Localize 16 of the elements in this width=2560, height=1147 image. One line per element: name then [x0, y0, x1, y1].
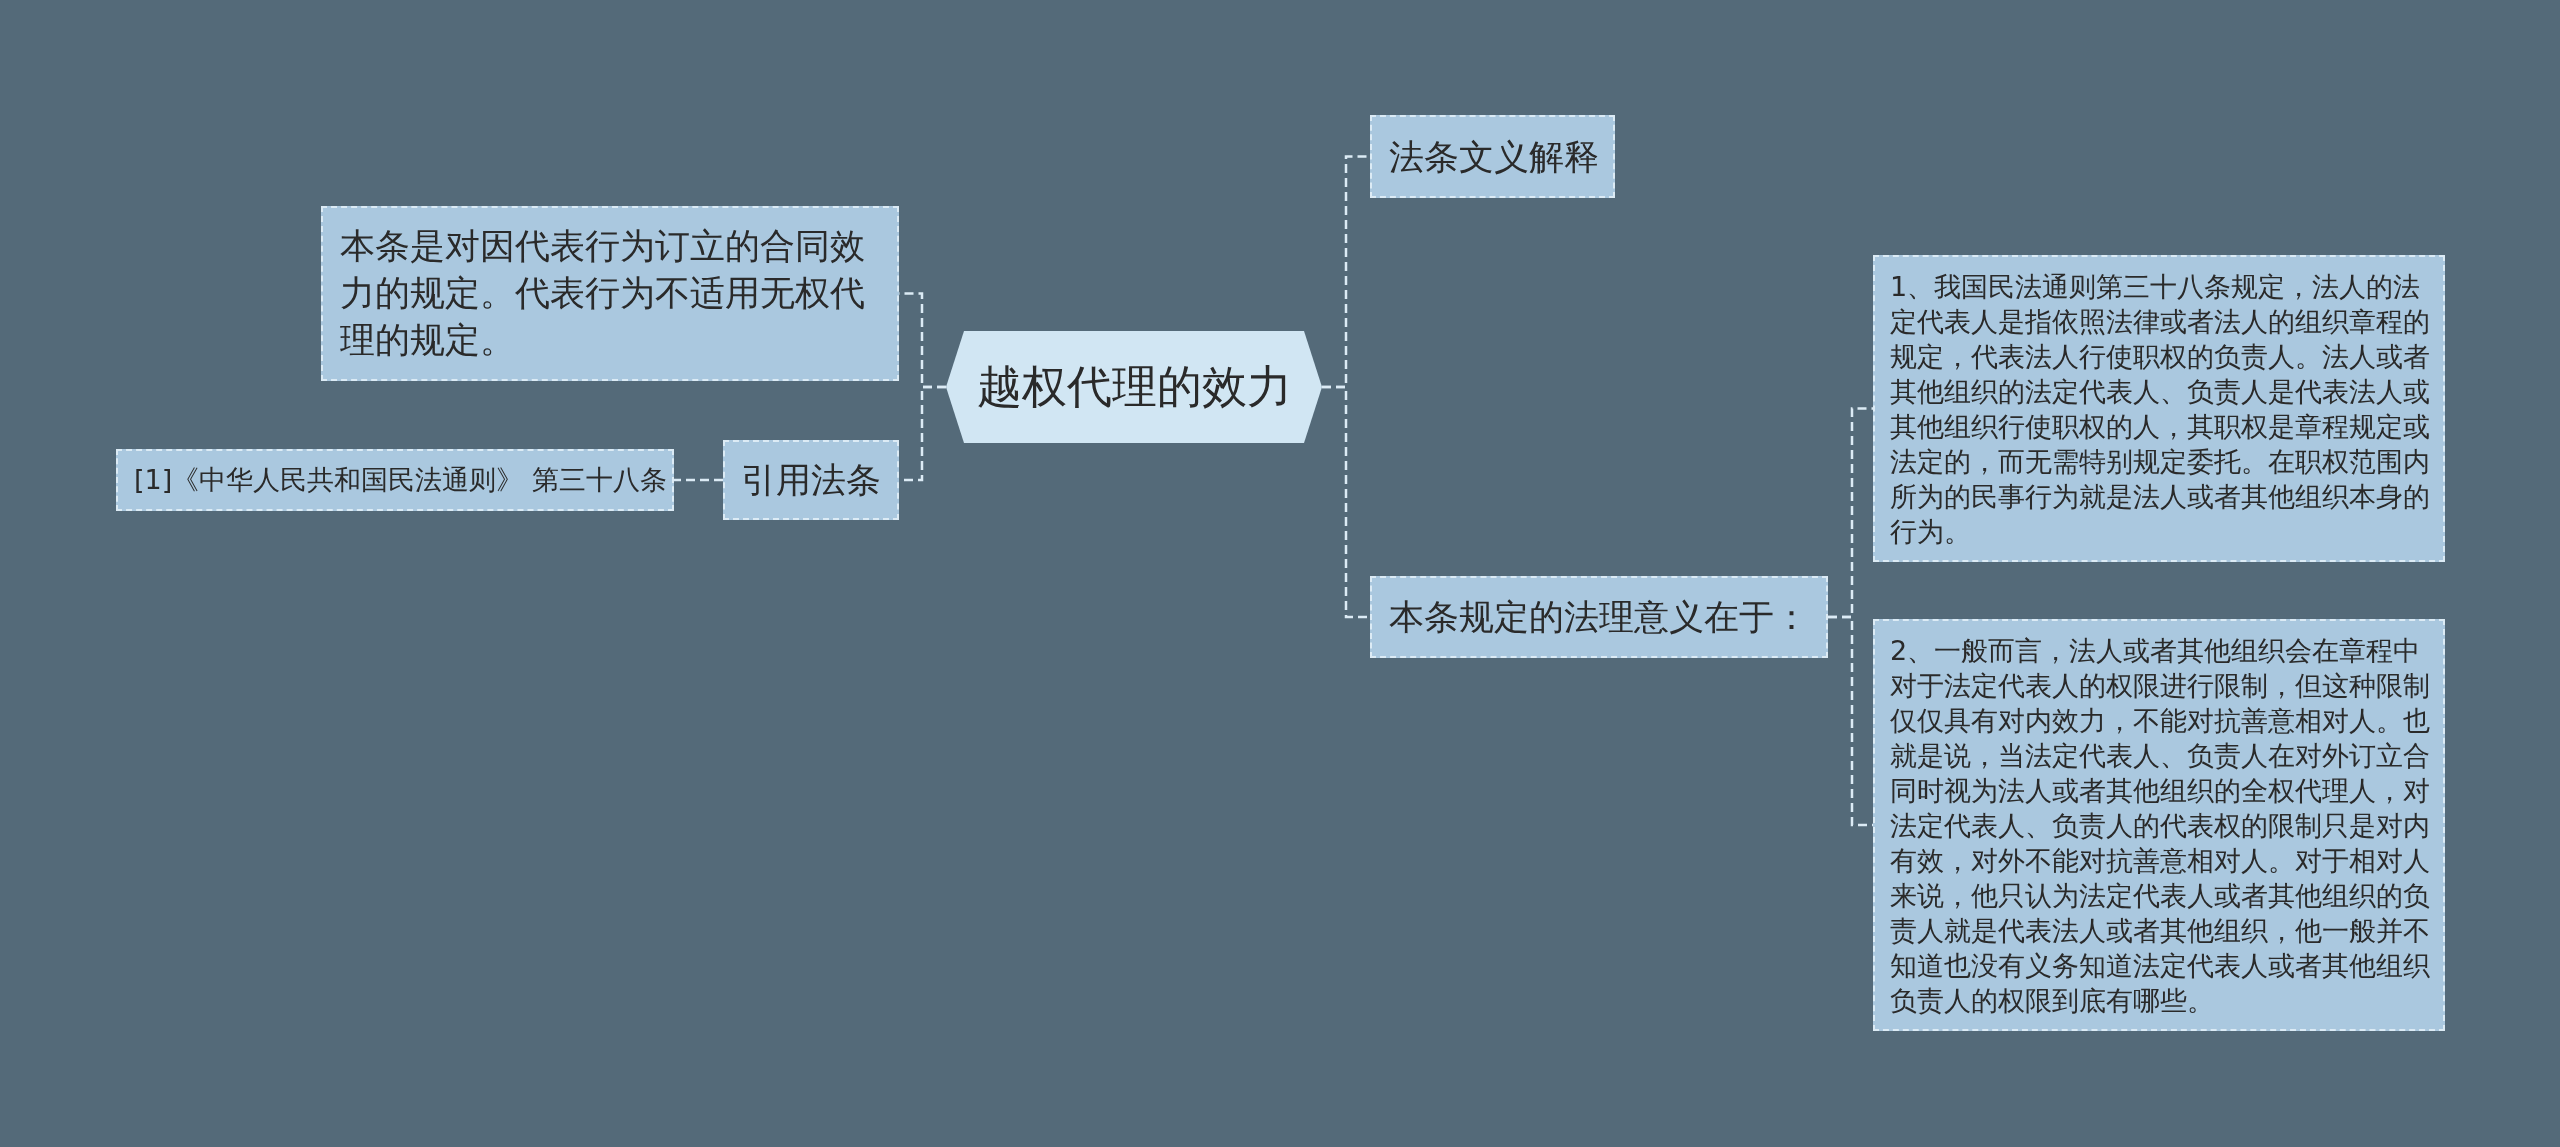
topic-text: 1、我国民法通则第三十八条规定，法人的法定代表人是指依照法律或者法人的组织章程的规定，代表法人行使职权的负责人。法人或者其他组织的法定代表人、负责人是代表法人或其他组织行使职权的人，其职权是章程规定或法定的，而无需特别规定委托。在职权范围内所为的民事行为就是法人或者其他组织本身的行为。	[1890, 269, 2431, 549]
topic-box	[1370, 115, 1615, 198]
topic-text: 法条文义解释	[1389, 135, 1599, 179]
connector-line	[1322, 385, 1370, 619]
topic-box	[321, 206, 899, 381]
topic-text: 本条规定的法理意义在于：	[1389, 596, 1809, 639]
topic-box	[116, 449, 674, 511]
topic-text: 2、一般而言，法人或者其他组织会在章程中对于法定代表人的权限进行限制，但这种限制仅仅具有对内效力，不能对抗善意相对人。也就是说，当法定代表人、负责人在对外订立合同时视为法人或者其他组织的全权代理人，对法定代表人、负责人的代表权的限制只是对内有效，对外不能对抗善意相对人。对于相对人来说，他只认为法定代表人或者其他组织的负责人就是代表法人或者其他组织，他一般并不知道也没有义务知道法定代表人或者其他组织负责人的权限到底有哪些。	[1890, 633, 2431, 1018]
topic-text: 引用法条	[741, 459, 881, 502]
topic-text: 本条是对因代表行为订立的合同效力的规定。代表行为不适用无权代理的规定。	[340, 225, 866, 362]
topic-text: [1]《中华人民共和国民法通则》 第三十八条	[134, 463, 667, 497]
topic-text: 越权代理的效力	[976, 359, 1292, 415]
topic-box	[723, 440, 899, 520]
connector-line	[674, 478, 723, 482]
hexagon-topic	[946, 331, 1322, 443]
topic-box	[1370, 576, 1828, 658]
